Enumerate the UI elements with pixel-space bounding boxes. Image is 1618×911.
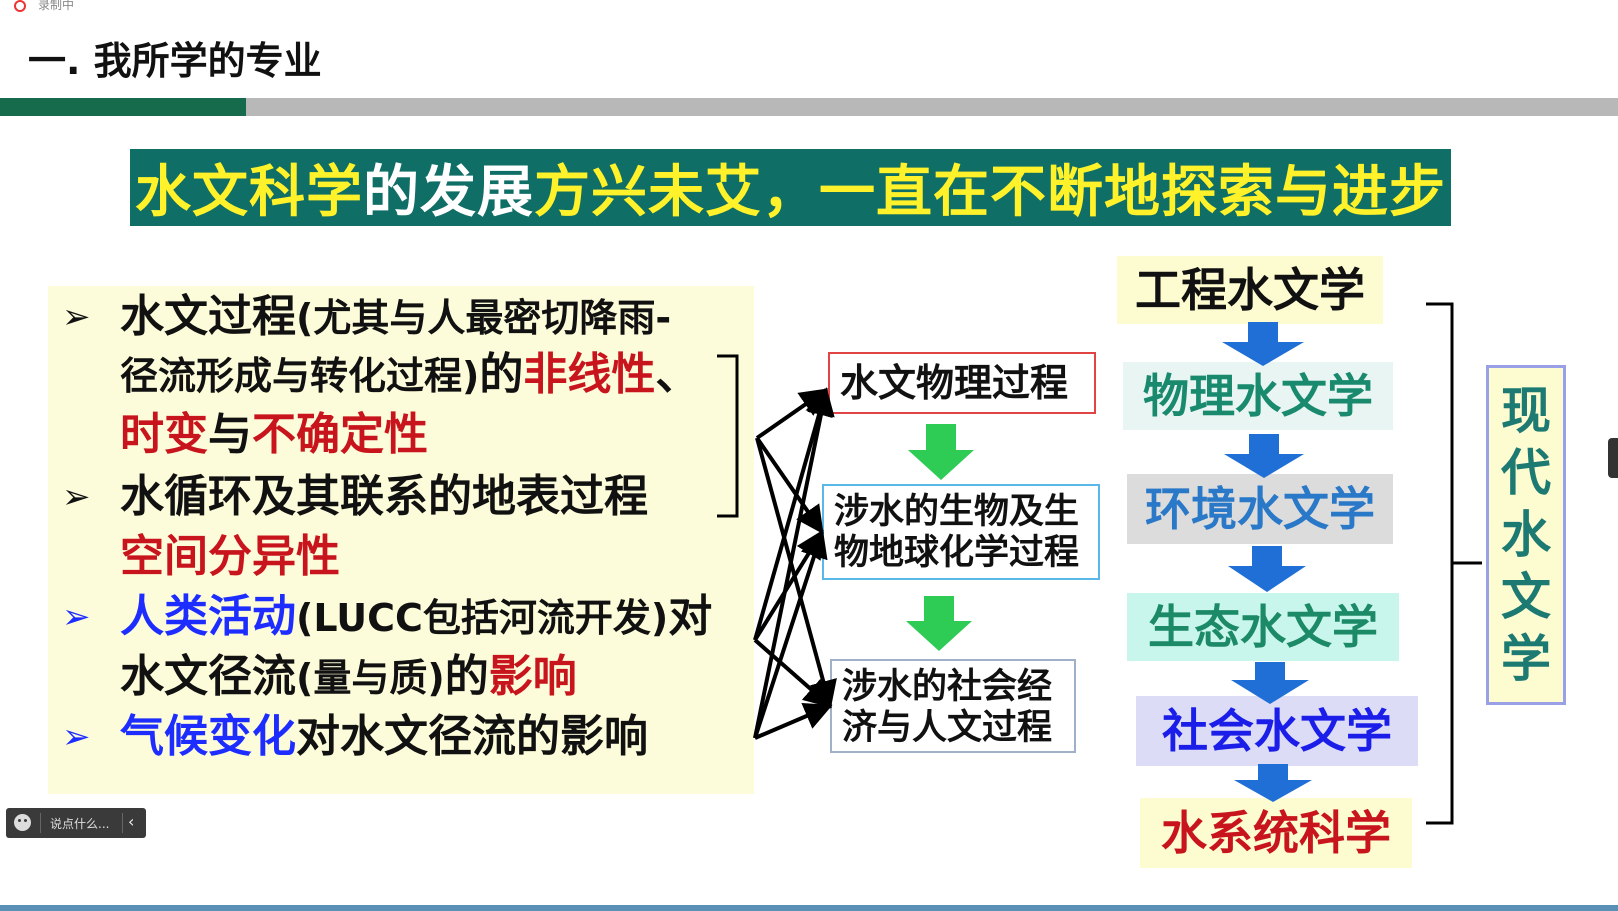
- modern-char: 学: [1501, 630, 1551, 688]
- connector-arrows: [753, 387, 837, 740]
- banner-text: 的发展: [363, 160, 534, 225]
- stage-water-system-science: 水系统科学: [1140, 798, 1412, 868]
- modern-char: 现: [1501, 382, 1551, 440]
- blue-arrow-icon: [1224, 434, 1304, 478]
- modern-hydrology-label: 现 代 水 文 学: [1486, 365, 1566, 705]
- recording-icon: [14, 0, 26, 12]
- blue-arrow-icon: [1231, 662, 1309, 704]
- arrow-line: [755, 437, 837, 709]
- bullet-text: 对水文径流的影响: [296, 711, 648, 762]
- chat-input-bar[interactable]: 说点什么... ‹: [6, 808, 146, 838]
- bullet-text: 水文径流: [120, 651, 296, 702]
- blue-arrow-icon: [1228, 546, 1306, 592]
- side-panel-handle[interactable]: [1608, 438, 1618, 478]
- stage-engineering-hydrology: 工程水文学: [1117, 256, 1383, 324]
- process-label: 涉水的社会经: [842, 667, 1053, 707]
- arrow-line: [753, 387, 835, 739]
- research-focus-panel: ➢ 水文过程(尤其与人最密切降雨- 径流形成与转化过程)的非线性、 时变与不确定…: [48, 286, 754, 794]
- bullet-text: 的: [444, 651, 489, 702]
- title-bar-rule: [246, 98, 1618, 116]
- bracket-left-panel: [717, 354, 739, 518]
- divider: [40, 813, 41, 833]
- chevron-left-icon[interactable]: ‹: [128, 812, 135, 831]
- modern-char: 水: [1501, 506, 1551, 564]
- slide-title: 一. 我所学的专业: [28, 39, 322, 83]
- bullet-text: 的: [479, 349, 524, 400]
- arrow-line: [753, 387, 833, 641]
- bullet-text: (尤其与人最密切降雨-: [296, 296, 672, 340]
- bracket-modern: [1426, 302, 1482, 825]
- process-label: 涉水的生物及生: [834, 492, 1080, 532]
- emoji-icon[interactable]: [14, 814, 31, 831]
- arrow-line: [755, 436, 824, 535]
- bullet-text: 、: [655, 349, 700, 400]
- green-arrows: [906, 424, 974, 651]
- modern-char: 文: [1501, 568, 1551, 626]
- bullet-keyword: 空间分异性: [120, 531, 340, 582]
- arrow-line: [753, 529, 828, 739]
- chat-input-placeholder[interactable]: 说点什么...: [50, 817, 110, 831]
- process-box-physical: 水文物理过程: [828, 352, 1096, 414]
- headline-banner: 水文科学的发展方兴未艾，一直在不断地探索与进步: [130, 149, 1451, 226]
- bullet-arrow-icon: ➢: [62, 477, 91, 517]
- bullet-text: 径流形成与转化过程): [120, 354, 480, 398]
- process-box-socioeconomic: 涉水的社会经 济与人文过程: [830, 659, 1076, 753]
- bullet-arrow-icon: ➢: [62, 297, 91, 337]
- blue-arrow-icon: [1234, 764, 1312, 802]
- stage-socio-hydrology: 社会水文学: [1136, 696, 1418, 766]
- recording-label: 录制中: [38, 0, 75, 12]
- process-label: 济与人文过程: [842, 708, 1053, 748]
- bullet-text: 对: [668, 591, 713, 642]
- bullet-keyword: 不确定性: [252, 409, 428, 460]
- banner-highlight-1: 水文科学: [135, 160, 363, 225]
- blue-arrow-icon: [1222, 322, 1304, 366]
- stage-physical-hydrology: 物理水文学: [1123, 362, 1393, 430]
- bullet-arrow-icon: ➢: [62, 597, 91, 637]
- bullet-keyword: 气候变化: [120, 711, 296, 762]
- arrow-line: [753, 638, 833, 708]
- bottom-edge-bar: [0, 905, 1618, 911]
- arrow-line: [754, 703, 833, 740]
- modern-char: 代: [1501, 444, 1551, 502]
- title-bar-accent: [0, 98, 246, 116]
- green-arrow-icon: [908, 424, 974, 480]
- process-box-biogeochemical: 涉水的生物及生 物地球化学过程: [822, 484, 1100, 580]
- bullet-keyword: 影响: [488, 651, 577, 702]
- bullet-text: (量与质): [296, 656, 445, 700]
- bullet-text: (LUCC包括河流开发): [296, 596, 669, 640]
- bullet-text: 与: [208, 409, 252, 460]
- bullet-keyword: 人类活动: [120, 591, 296, 642]
- bullet-arrow-icon: ➢: [62, 717, 91, 757]
- bullet-text: 水循环及其联系的地表过程: [120, 471, 648, 522]
- banner-highlight-2: 方兴未艾，一直在不断地探索与进步: [534, 160, 1446, 225]
- stage-environmental-hydrology: 环境水文学: [1127, 474, 1393, 544]
- green-arrow-icon: [906, 596, 972, 651]
- bullet-text: 水文过程: [120, 291, 296, 342]
- divider: [122, 813, 123, 833]
- process-label: 水文物理过程: [840, 361, 1069, 405]
- stage-eco-hydrology: 生态水文学: [1127, 593, 1399, 661]
- blue-arrows: [1222, 322, 1312, 802]
- bullet-keyword: 非线性: [523, 349, 656, 400]
- bullet-keyword: 时变: [120, 409, 208, 460]
- process-label: 物地球化学过程: [834, 533, 1080, 573]
